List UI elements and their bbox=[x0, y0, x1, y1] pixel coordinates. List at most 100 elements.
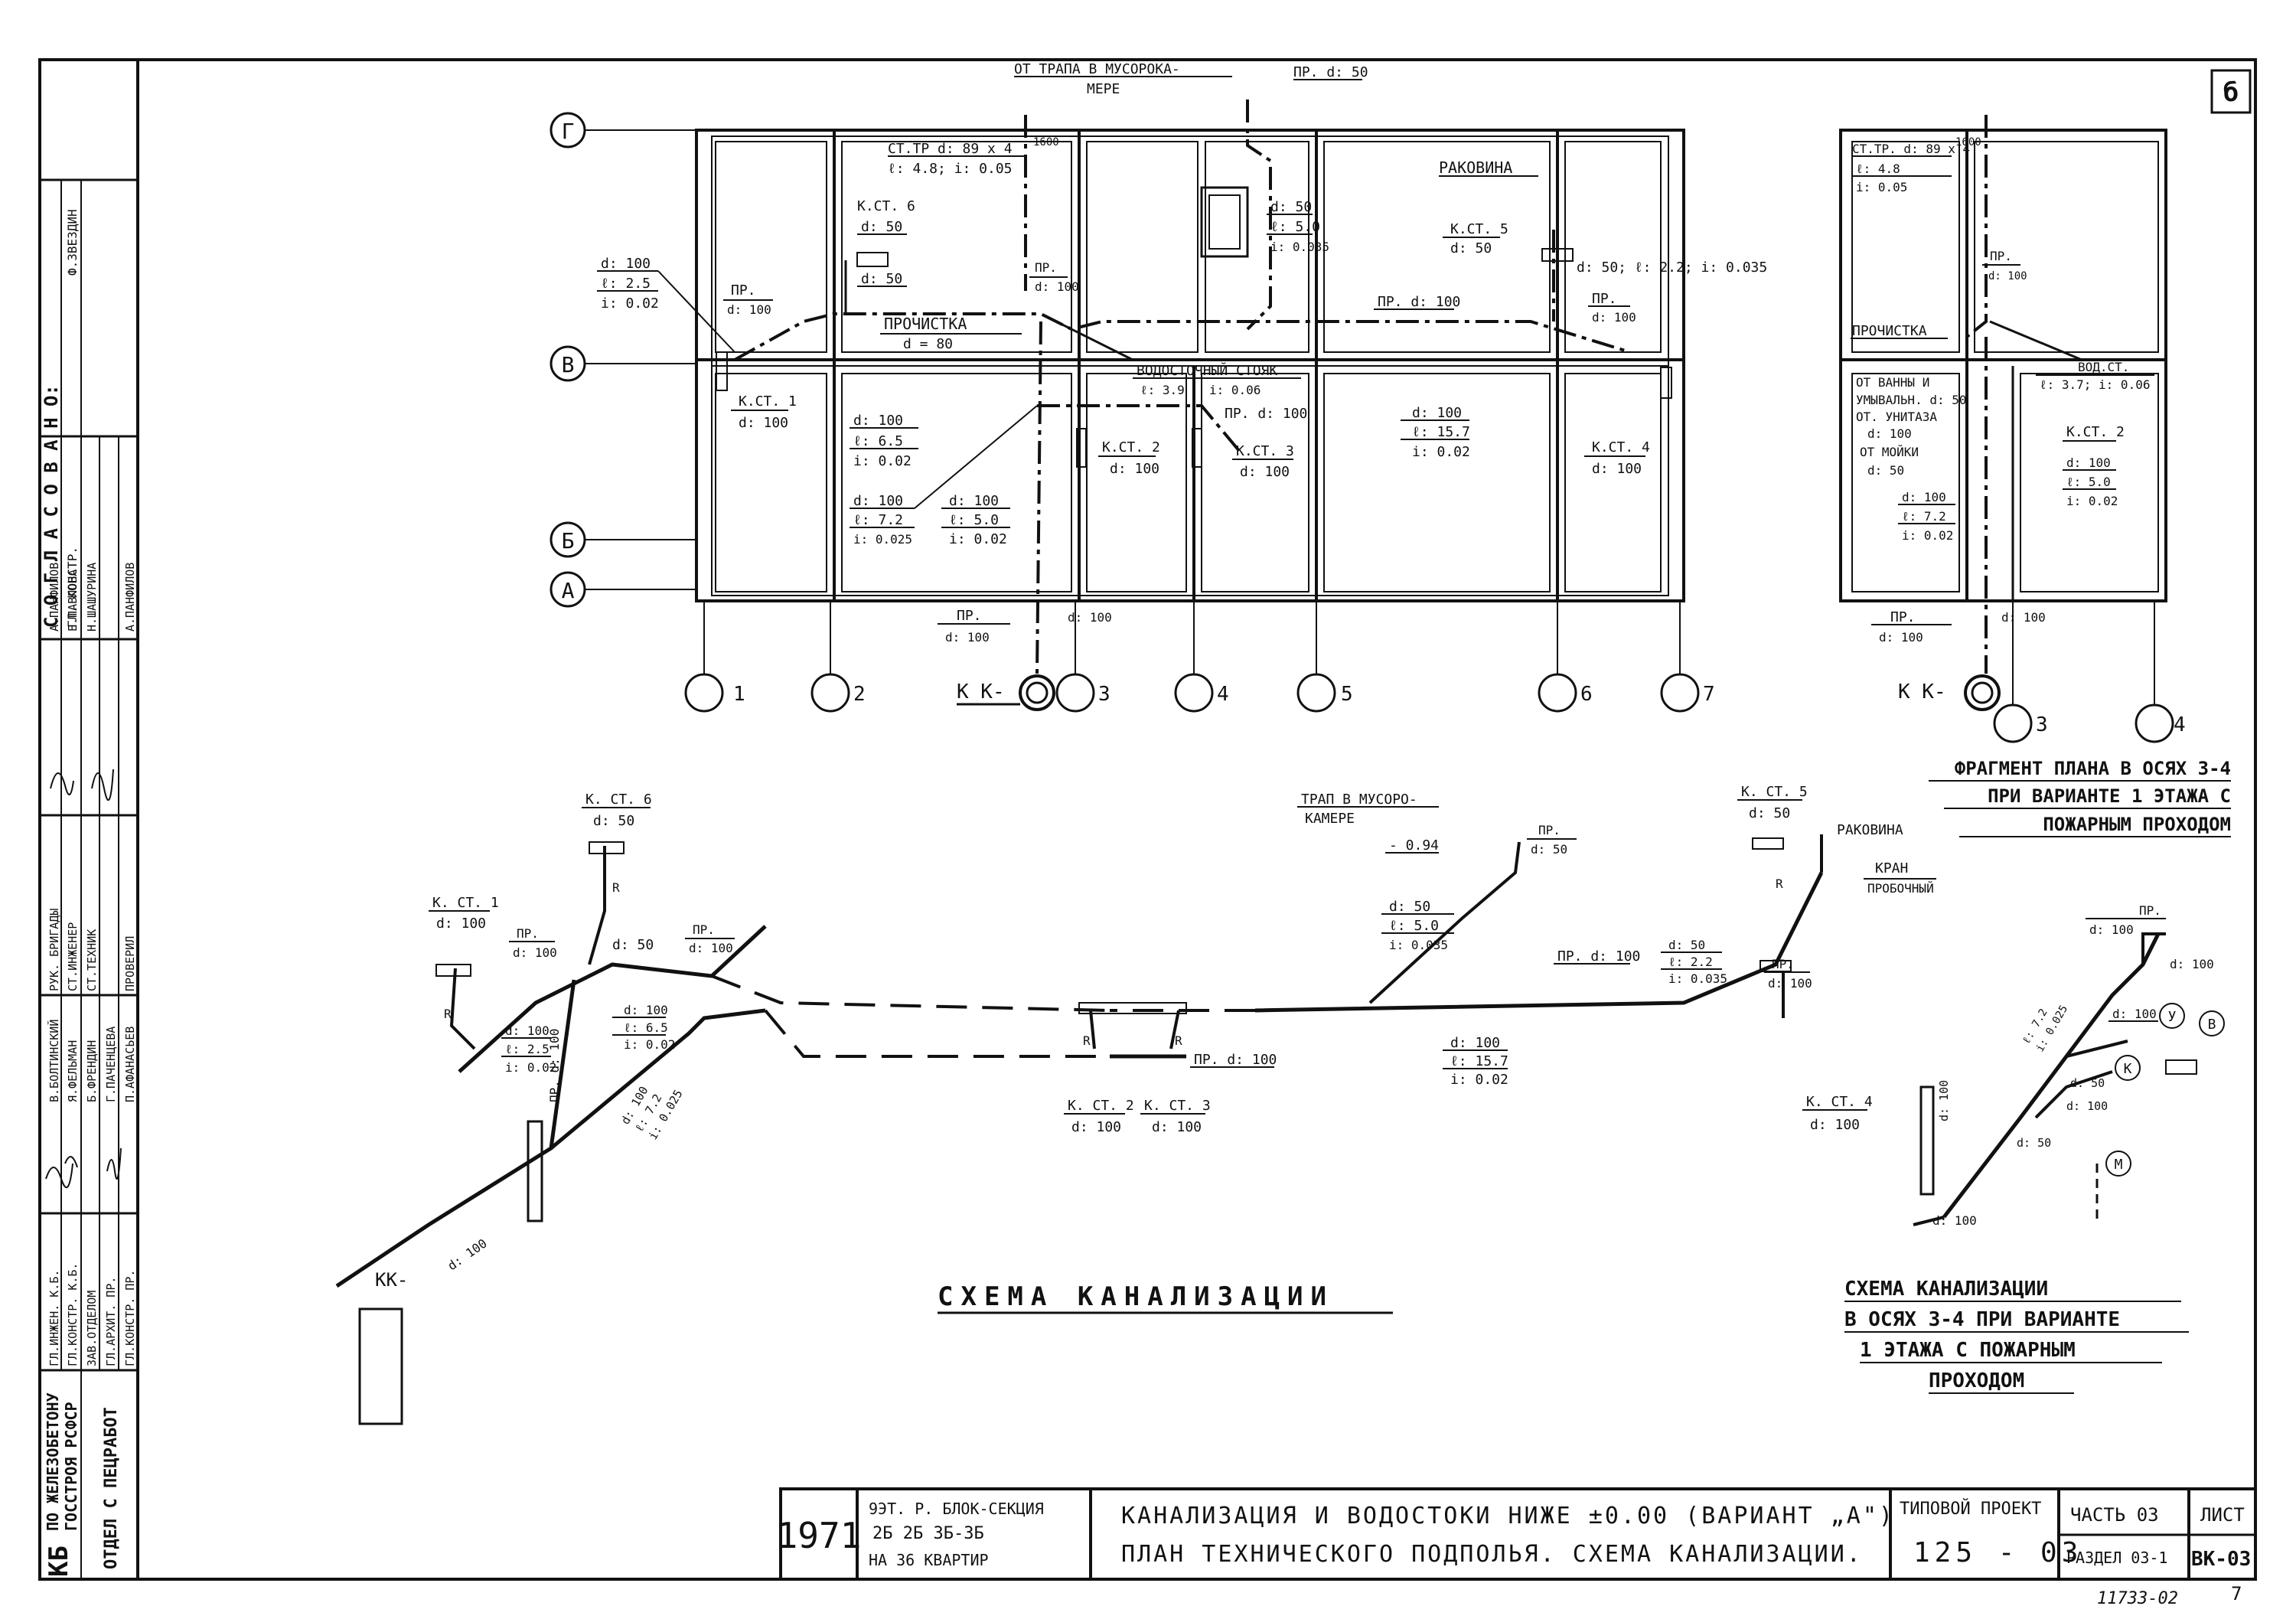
svg-text:i: 0.02: i: 0.02 bbox=[505, 1060, 556, 1075]
svg-text:d: 100: d: 100 bbox=[739, 415, 788, 431]
chute-line bbox=[1246, 100, 1272, 331]
svg-text:1600: 1600 bbox=[1033, 136, 1059, 149]
svg-text:d: 50: d: 50 bbox=[861, 271, 902, 287]
axis-col-1: 1 bbox=[684, 601, 745, 713]
svg-text:d: 100: d: 100 bbox=[2170, 957, 2214, 971]
page-number: 7 bbox=[2231, 1583, 2242, 1604]
svg-text:ГЛ.КОНСТР. К.Б.: ГЛ.КОНСТР. К.Б. bbox=[66, 1263, 80, 1366]
svg-text:ЧАСТЬ 03: ЧАСТЬ 03 bbox=[2070, 1504, 2159, 1526]
svg-text:5: 5 bbox=[1341, 683, 1353, 706]
outlet-k: К bbox=[2115, 1055, 2141, 1081]
fragment-axis-col-3: 3 bbox=[1993, 601, 2048, 743]
axis-col-2: 2 bbox=[810, 601, 866, 713]
svg-text:ℓ: 3.7; i: 0.06: ℓ: 3.7; i: 0.06 bbox=[2040, 377, 2150, 392]
svg-text:РУК. БРИГАДЫ: РУК. БРИГАДЫ bbox=[47, 909, 61, 991]
svg-text:Н.ШАШУРИНА: Н.ШАШУРИНА bbox=[85, 563, 99, 632]
svg-text:ℓ: 3.9: ℓ: 3.9 bbox=[1140, 383, 1185, 397]
svg-text:d: 100: d: 100 bbox=[1867, 426, 1912, 441]
svg-text:МЕРЕ: МЕРЕ bbox=[1087, 81, 1120, 97]
svg-text:ГЛ.АРХИТ. ПР.: ГЛ.АРХИТ. ПР. bbox=[104, 1277, 118, 1366]
svg-text:ПР.: ПР. bbox=[517, 926, 539, 941]
svg-text:ЗАВ.ОТДЕЛОМ: ЗАВ.ОТДЕЛОМ bbox=[85, 1291, 99, 1366]
vodost-branch bbox=[1055, 320, 1133, 361]
svg-text:d: 50: d: 50 bbox=[2017, 1136, 2051, 1150]
svg-text:К. СТ. 2: К. СТ. 2 bbox=[1068, 1098, 1134, 1114]
svg-text:КРАН: КРАН bbox=[1875, 860, 1908, 876]
svg-text:ПР.: ПР. bbox=[1592, 291, 1617, 307]
sheet-number: ВК-03 bbox=[2191, 1548, 2251, 1571]
svg-text:ПР.: ПР. bbox=[1538, 823, 1561, 837]
svg-text:1: 1 bbox=[733, 683, 745, 706]
scheme2-title-line2: В ОСЯХ 3-4 ПРИ ВАРИАНТЕ bbox=[1844, 1308, 2120, 1331]
svg-text:3: 3 bbox=[2036, 713, 2048, 736]
svg-text:i: 0.02: i: 0.02 bbox=[949, 531, 1007, 547]
fragment-title-line1: ФРАГМЕНТ ПЛАНА В ОСЯХ 3-4 bbox=[1955, 758, 2231, 779]
svg-text:б: б bbox=[2223, 77, 2239, 108]
svg-text:6: 6 bbox=[1580, 683, 1593, 706]
svg-text:ℓ: 5.0: ℓ: 5.0 bbox=[949, 512, 999, 528]
svg-text:9ЭТ. Р. БЛОК-СЕКЦИЯ: 9ЭТ. Р. БЛОК-СЕКЦИЯ bbox=[869, 1500, 1044, 1518]
svg-text:d: 100: d: 100 bbox=[1240, 464, 1290, 480]
svg-text:ПР.: ПР. bbox=[693, 922, 715, 937]
svg-text:ℓ: 15.7: ℓ: 15.7 bbox=[1412, 424, 1470, 440]
svg-text:К.СТ. 5: К.СТ. 5 bbox=[1450, 221, 1508, 237]
svg-text:СТ.ТР d: 89 x 4: СТ.ТР d: 89 x 4 bbox=[888, 141, 1013, 157]
svg-text:d: 50: d: 50 bbox=[1867, 463, 1904, 478]
svg-text:СТ.ТЕХНИК: СТ.ТЕХНИК bbox=[85, 929, 99, 991]
year: 1971 bbox=[777, 1515, 862, 1556]
scheme2-title-line1: СХЕМА КАНАЛИЗАЦИИ bbox=[1844, 1278, 2048, 1301]
fragment-axis-col-4: 4 bbox=[2135, 601, 2186, 743]
sewer-scheme: К. СТ. 6 d: 50 К. СТ. 1 d: 100 ПР. d: 10… bbox=[335, 784, 1936, 1425]
svg-text:УМЫВАЛЬН. d: 50: УМЫВАЛЬН. d: 50 bbox=[1856, 393, 1967, 407]
fragment-plan-axes-3-4: СТ.ТР. d: 89 x 4 1600 ℓ: 4.8 i: 0.05 ПР.… bbox=[1839, 115, 2231, 837]
svg-text:ПР. d: 100: ПР. d: 100 bbox=[1194, 1052, 1277, 1068]
svg-text:ПР.: ПР. bbox=[2139, 903, 2161, 918]
axis-col-5: 5 bbox=[1296, 601, 1353, 713]
svg-text:d: 100: d: 100 bbox=[2066, 1099, 2108, 1113]
svg-text:ТРАП В МУСОРО-: ТРАП В МУСОРО- bbox=[1301, 792, 1417, 808]
svg-text:К.СТ. 4: К.СТ. 4 bbox=[1592, 439, 1650, 455]
project-number: 125 - 03 bbox=[1913, 1537, 2082, 1568]
svg-text:d: 100: d: 100 bbox=[689, 941, 733, 955]
svg-text:ОТ МОЙКИ: ОТ МОЙКИ bbox=[1860, 445, 1919, 459]
svg-text:А.ПАНФИЛОВ: А.ПАНФИЛОВ bbox=[47, 563, 61, 632]
svg-text:d: 100: d: 100 bbox=[1879, 630, 1923, 645]
svg-text:К К-: К К- bbox=[1898, 681, 1946, 703]
drawing-title-line1: КАНАЛИЗАЦИЯ И ВОДОСТОКИ НИЖЕ ±0.00 (ВАРИ… bbox=[1121, 1503, 1895, 1529]
svg-text:КАМЕРЕ: КАМЕРЕ bbox=[1305, 811, 1355, 827]
svg-text:d: 100: d: 100 bbox=[945, 630, 990, 645]
svg-text:ℓ: 2.2: ℓ: 2.2 bbox=[1668, 955, 1713, 969]
scheme-title: СХЕМА КАНАЛИЗАЦИИ bbox=[938, 1281, 1334, 1312]
signature-4 bbox=[91, 769, 114, 801]
svg-text:В: В bbox=[2208, 1017, 2216, 1033]
svg-text:ПР.: ПР. bbox=[1890, 609, 1916, 625]
svg-text:d = 80: d = 80 bbox=[903, 336, 953, 352]
svg-text:ПР.: ПР. bbox=[1035, 260, 1057, 275]
svg-text:2: 2 bbox=[853, 683, 866, 706]
svg-text:ℓ: 7.2: ℓ: 7.2 bbox=[853, 512, 903, 528]
svg-text:ПРОВЕРИЛ: ПРОВЕРИЛ bbox=[123, 936, 137, 991]
svg-text:i: 0.02: i: 0.02 bbox=[1412, 444, 1470, 460]
svg-text:d: 100: d: 100 bbox=[624, 1003, 668, 1017]
svg-text:ПРОЧИСТКА: ПРОЧИСТКА bbox=[884, 315, 967, 333]
svg-text:d: 100: d: 100 bbox=[1450, 1035, 1500, 1051]
svg-text:П.АФАНАСЬЕВ: П.АФАНАСЬЕВ bbox=[123, 1027, 137, 1102]
svg-text:i: 0.02: i: 0.02 bbox=[624, 1037, 675, 1052]
svg-text:d: 100: d: 100 bbox=[1937, 1080, 1951, 1121]
svg-text:Б: Б bbox=[562, 528, 575, 553]
svg-text:4: 4 bbox=[2174, 713, 2186, 736]
scheme2-title-line4: ПРОХОДОМ bbox=[1929, 1369, 2024, 1392]
svg-text:К.СТ. 2: К.СТ. 2 bbox=[1102, 439, 1160, 455]
svg-text:d: 50: d: 50 bbox=[1749, 805, 1790, 821]
svg-text:d: 100: d: 100 bbox=[1932, 1213, 1977, 1228]
svg-text:d: 100: d: 100 bbox=[1768, 976, 1812, 991]
svg-text:ℓ: 7.2: ℓ: 7.2 bbox=[1902, 509, 1946, 524]
svg-text:d: 50: d: 50 bbox=[2070, 1076, 2105, 1090]
branch-line-2 bbox=[1035, 321, 1042, 674]
svg-text:К.СТ. 6: К.СТ. 6 bbox=[857, 198, 915, 214]
svg-text:7: 7 bbox=[1703, 683, 1715, 706]
svg-text:ПР.: ПР. bbox=[957, 608, 982, 624]
svg-text:d: 50: d: 50 bbox=[612, 937, 654, 953]
svg-text:КК-: КК- bbox=[375, 1269, 408, 1291]
